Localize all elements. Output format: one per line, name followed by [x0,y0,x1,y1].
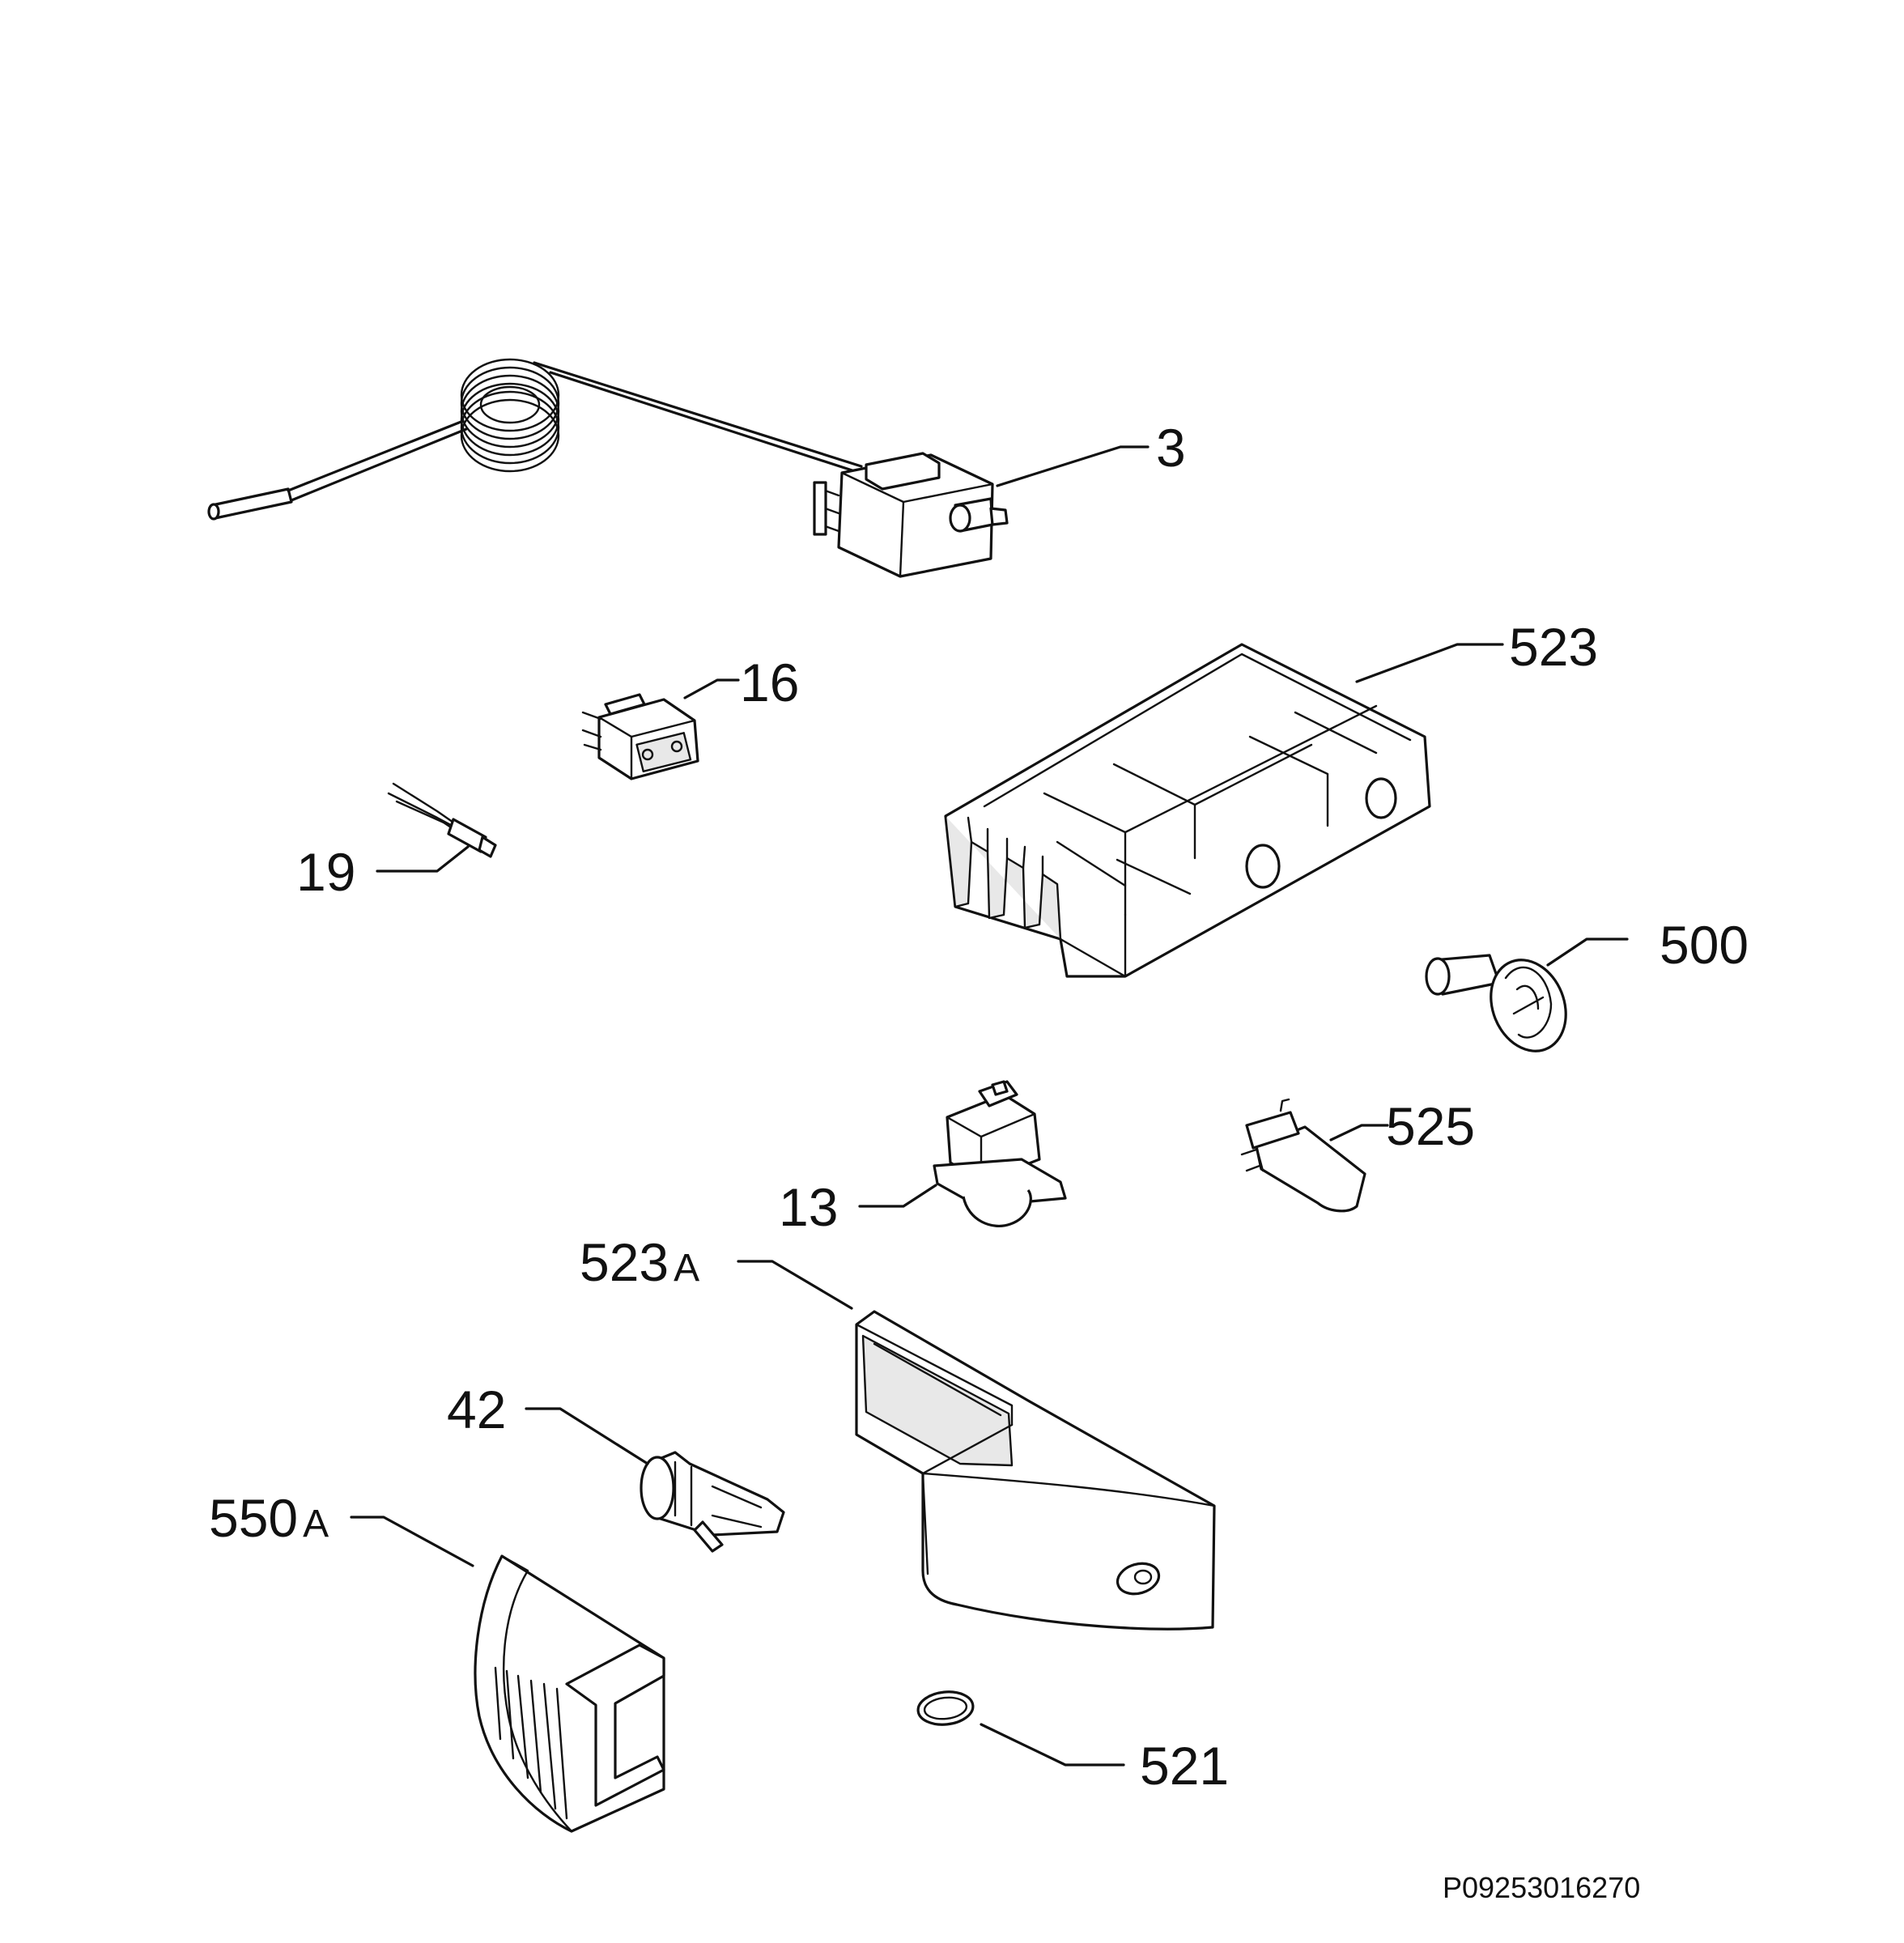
label-523a-number: 523 [580,1232,669,1292]
label-42: 42 [447,1380,506,1439]
label-13: 13 [779,1177,838,1237]
door-switch-part [858,1080,1067,1228]
knob-part [1425,937,1629,1052]
rocker-switch-part [581,678,740,780]
diagram-code: P09253016270 [1443,1871,1640,1904]
end-cap-part [350,1516,665,1833]
sensor-part [376,782,497,873]
label-16: 16 [740,653,799,712]
label-523: 523 [1509,617,1598,677]
label-550a-suffix: A [303,1503,329,1545]
label-500: 500 [1660,915,1749,975]
lamp-holder-part [525,1407,785,1553]
thermostat-part [207,358,1150,578]
label-525: 525 [1386,1096,1475,1156]
lamp-cover-main-part [737,1260,1216,1631]
label-19: 19 [296,842,355,902]
label-523a-suffix: A [674,1247,699,1290]
housing-tray-part [944,643,1504,978]
label-521: 521 [1140,1736,1229,1796]
label-550a-number: 550 [209,1488,298,1548]
lamp-part [1240,1098,1389,1213]
o-ring-part [916,1690,1125,1767]
label-3: 3 [1156,418,1186,478]
